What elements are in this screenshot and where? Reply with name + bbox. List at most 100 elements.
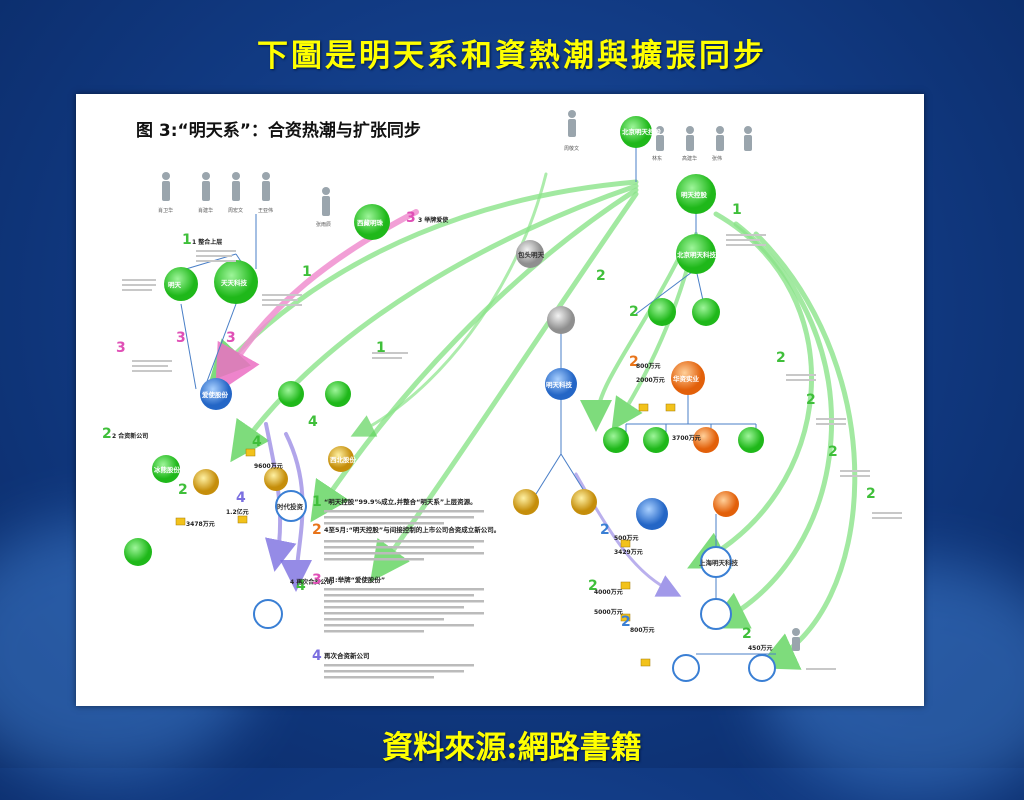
svg-text:肖卫华: 肖卫华	[158, 207, 173, 214]
svg-text:北京明天控股: 北京明天控股	[622, 127, 662, 136]
node-xibei: 西北股份	[328, 446, 357, 472]
node-blue-mid	[636, 498, 668, 530]
svg-text:明天: 明天	[168, 280, 182, 289]
svg-text:800万元: 800万元	[630, 627, 655, 634]
node-bingxiong: 冰熊股份	[152, 455, 181, 483]
svg-text:华资实业: 华资实业	[673, 374, 700, 383]
person-icon	[232, 172, 240, 201]
notes-block: 1 “明天控股”99.9%成立,并整合“明天系”上层资源。 2 4至5月:“明天…	[312, 494, 500, 679]
svg-text:1.2亿元: 1.2亿元	[226, 508, 249, 516]
network-diagram: 图 3:“明天系”：合资热潮与扩张同步	[102, 110, 902, 682]
node-y1	[513, 489, 539, 515]
svg-text:周敬文: 周敬文	[564, 145, 579, 152]
svg-text:天天科技: 天天科技	[221, 278, 248, 287]
node-green-mid2	[325, 381, 351, 407]
svg-text:2: 2	[596, 268, 606, 284]
svg-text:3: 3	[226, 330, 236, 346]
svg-text:2: 2	[588, 578, 598, 594]
svg-text:1: 1	[182, 232, 192, 248]
node-gold-left	[193, 469, 219, 495]
person-icon	[568, 110, 576, 137]
svg-text:3: 3	[312, 572, 322, 588]
step-numbers: 1 1 1 3 3 3 3 2 2 2 2 2 2 2 2 2 2 2 2 2 …	[102, 202, 876, 642]
svg-text:2: 2	[102, 426, 112, 442]
node-green-r1	[648, 298, 676, 326]
node-left-green: 明天	[164, 267, 198, 301]
step-captions: 1 整合上层 2 合资新公司 3 举牌爱使 4 再次合资公司	[112, 216, 449, 586]
svg-text:张雨辰: 张雨辰	[316, 221, 331, 228]
svg-text:3: 3	[116, 340, 126, 356]
slide-title: 下圖是明天系和資熱潮與擴張同步	[257, 38, 767, 74]
person-icon	[716, 126, 724, 151]
svg-text:1: 1	[302, 264, 312, 280]
node-huayong: 华资实业	[671, 361, 705, 395]
person-icon	[656, 126, 664, 151]
svg-text:3700万元: 3700万元	[672, 435, 701, 442]
person-icon	[202, 172, 210, 201]
svg-text:4: 4	[296, 578, 306, 594]
figure-panel: 图 3:“明天系”：合资热潮与扩张同步	[76, 94, 924, 706]
svg-text:1: 1	[732, 202, 742, 218]
svg-text:3: 3	[176, 330, 186, 346]
source-caption: 資料來源:網路書籍	[382, 730, 642, 766]
node-beijing-kj	[700, 598, 732, 630]
people-silhouettes	[162, 110, 800, 651]
node-mingtian-kj: 明天科技	[545, 368, 577, 400]
svg-text:时代投资: 时代投资	[277, 502, 304, 511]
svg-text:西藏明珠: 西藏明珠	[357, 218, 384, 227]
company-nodes: 北京明天控股 明天控股 北京明天科技 天天科技 西藏明珠 明天 爱使股份 时代投…	[124, 116, 776, 682]
node-o2	[643, 427, 669, 453]
node-top-right: 北京明天控股	[620, 116, 662, 148]
person-icon	[322, 187, 330, 216]
svg-text:2: 2	[600, 522, 610, 538]
svg-text:“明天控股”99.9%成立,并整合“明天系”上层资源。: “明天控股”99.9%成立,并整合“明天系”上层资源。	[324, 497, 477, 506]
node-shanghai-kj: 上海明天科技	[699, 546, 739, 578]
node-shanghai-left	[253, 599, 283, 629]
node-o4	[738, 427, 764, 453]
svg-text:2: 2	[621, 614, 631, 630]
money-markers	[175, 403, 676, 667]
fine-print	[122, 234, 902, 670]
svg-text:2000万元: 2000万元	[636, 377, 665, 384]
node-o3	[693, 427, 719, 453]
svg-text:包头明天: 包头明天	[518, 250, 545, 259]
svg-text:4: 4	[312, 648, 322, 664]
node-green-r2	[692, 298, 720, 326]
svg-text:3 举牌爱使: 3 举牌爱使	[418, 216, 449, 224]
svg-text:1: 1	[376, 340, 386, 356]
svg-text:明天控股: 明天控股	[681, 190, 708, 199]
svg-text:800万元: 800万元	[636, 363, 661, 370]
people-names: 肖卫华 肖建华 周宏文 王亚伟 张雨辰 周敬文 林东 高建华 张伟	[158, 145, 722, 228]
svg-text:4: 4	[236, 490, 246, 506]
svg-text:7月:举牌“爱使股份”: 7月:举牌“爱使股份”	[324, 575, 385, 584]
person-icon	[744, 126, 752, 151]
node-tiantian: 天天科技	[214, 260, 258, 304]
svg-text:1 整合上层: 1 整合上层	[192, 238, 222, 246]
svg-text:西北股份: 西北股份	[330, 455, 357, 464]
svg-text:2: 2	[312, 522, 322, 538]
node-mingtian-gao	[748, 654, 776, 682]
svg-text:2: 2	[866, 486, 876, 502]
node-aishi: 爱使股份	[200, 378, 232, 410]
node-mingtian-mao	[672, 654, 700, 682]
node-o5	[713, 491, 739, 517]
svg-text:3: 3	[406, 210, 416, 226]
svg-text:450万元: 450万元	[748, 645, 773, 652]
svg-text:2: 2	[776, 350, 786, 366]
person-icon	[262, 172, 270, 201]
node-baotou: 包头明天	[516, 240, 545, 268]
svg-text:林东: 林东	[652, 155, 662, 162]
svg-text:冰熊股份: 冰熊股份	[154, 465, 181, 474]
svg-text:明天科技: 明天科技	[546, 380, 573, 389]
amount-labels: 3478万元 9600万元 1.2亿元 3700万元 800万元 2000万元 …	[186, 363, 773, 652]
node-green-mid1	[278, 381, 304, 407]
node-mingtian-kg: 明天控股	[676, 174, 716, 214]
person-icon	[792, 628, 800, 651]
node-y2	[571, 489, 597, 515]
svg-text:2: 2	[178, 482, 188, 498]
svg-text:500万元: 500万元	[614, 535, 639, 542]
svg-text:2 合资新公司: 2 合资新公司	[112, 432, 148, 440]
svg-text:上海明天科技: 上海明天科技	[699, 558, 739, 567]
figure-title: 图 3:“明天系”：合资热潮与扩张同步	[136, 120, 421, 141]
svg-text:4 再次合资公司: 4 再次合资公司	[290, 578, 332, 586]
